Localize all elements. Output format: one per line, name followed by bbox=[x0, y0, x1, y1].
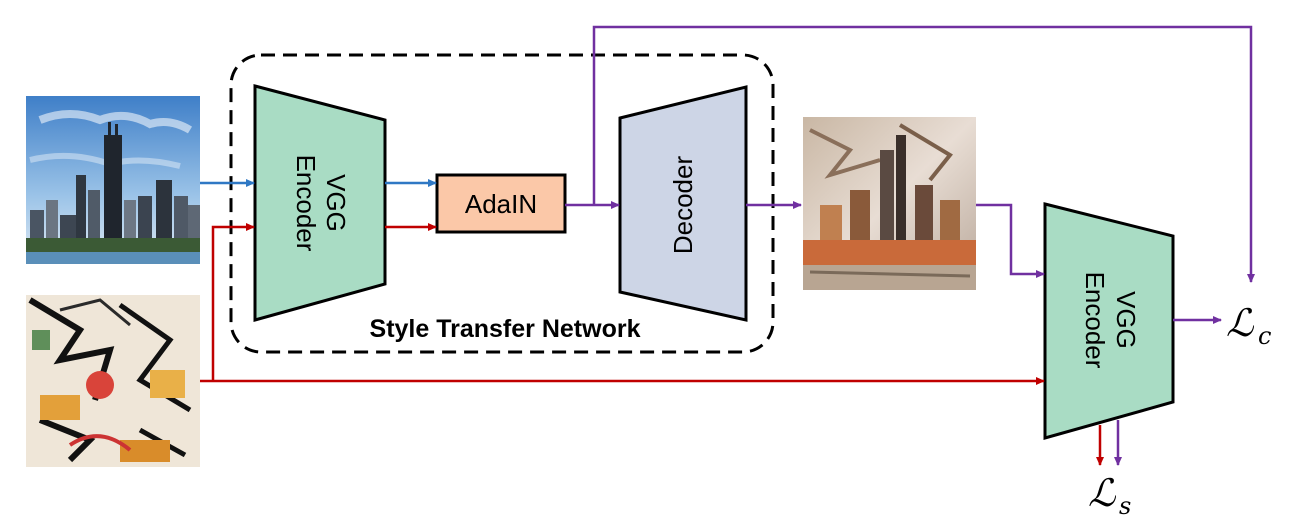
style-loss-label: ℒ s bbox=[1088, 471, 1131, 520]
vgg-encoder-right-line2: Encoder bbox=[1080, 272, 1110, 369]
style-loss-subscript: s bbox=[1119, 492, 1131, 520]
content-loss-symbol: ℒ bbox=[1226, 301, 1255, 345]
content-loss-subscript: c bbox=[1258, 322, 1271, 350]
vgg-encoder-right bbox=[1043, 202, 1175, 440]
arrow-adain-to-content-loss bbox=[592, 25, 1255, 283]
style-loss-symbol: ℒ bbox=[1088, 471, 1117, 515]
output-image bbox=[803, 117, 976, 290]
style-image bbox=[26, 295, 200, 467]
decoder bbox=[618, 85, 748, 322]
arrow-output-to-encoder bbox=[976, 203, 1045, 278]
adain-box bbox=[435, 173, 567, 234]
style-transfer-network-boundary bbox=[229, 53, 775, 354]
vgg-encoder-left bbox=[253, 84, 387, 322]
style-transfer-network-label: Style Transfer Network bbox=[370, 315, 641, 343]
content-loss-label: ℒ c bbox=[1226, 301, 1271, 350]
vgg-encoder-right-line1: VGG bbox=[1111, 291, 1141, 349]
vgg-encoder-left-line2: Encoder bbox=[291, 155, 321, 252]
adain-label: AdaIN bbox=[465, 189, 537, 219]
arrow-style-to-encoder bbox=[211, 223, 255, 381]
content-image bbox=[26, 96, 200, 264]
vgg-encoder-left-line1: VGG bbox=[321, 174, 351, 232]
decoder-label: Decoder bbox=[668, 156, 698, 255]
